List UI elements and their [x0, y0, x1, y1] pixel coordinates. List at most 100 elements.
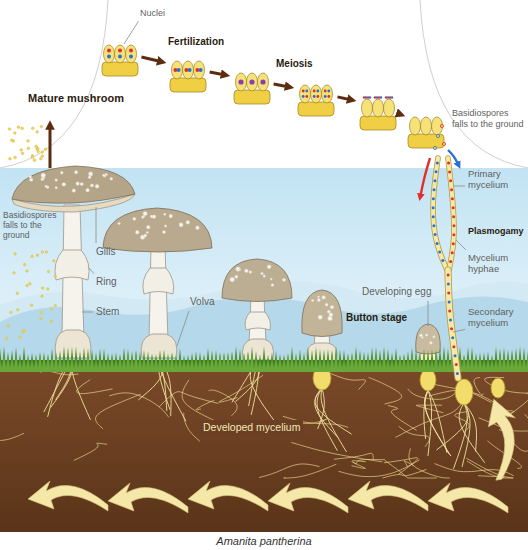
mature-mushroom: [12, 166, 135, 203]
basidium: [118, 49, 122, 53]
mycelium-network: [453, 403, 467, 469]
basidium: [247, 73, 258, 91]
leader-line: [82, 312, 93, 313]
leader-line: [124, 21, 138, 44]
underground-egg: [420, 369, 436, 391]
hypha-strand: [432, 197, 435, 200]
spore-dots: [54, 275, 57, 278]
cap-warts: [236, 267, 241, 272]
cap-warts: [317, 296, 319, 298]
basidium: [234, 73, 270, 104]
hypha-strand: [447, 291, 450, 294]
hypha-strand: [432, 224, 435, 227]
basidium: [327, 90, 330, 93]
spore-dots: [9, 157, 12, 160]
cap-warts: [325, 303, 328, 306]
basidium: [170, 78, 206, 92]
mushroom: [103, 208, 212, 252]
young-mushroom: [222, 259, 292, 302]
spore-dots: [40, 317, 43, 320]
spore-dots: [49, 124, 52, 168]
mycelium-network: [317, 388, 337, 451]
hypha-strand: [451, 251, 454, 254]
basidium: [421, 117, 432, 135]
leader-line: [453, 329, 465, 332]
basidium: [440, 124, 443, 127]
mycelium-network: [416, 405, 443, 413]
cap-warts: [88, 172, 92, 176]
hypha-strand: [451, 197, 454, 200]
cap-warts: [41, 173, 46, 178]
cap-warts: [249, 271, 252, 274]
basidium: [313, 95, 316, 98]
basidium: [102, 45, 446, 150]
hypha-strand: [449, 260, 452, 263]
spore-dots: [47, 288, 50, 291]
hypha-strand: [452, 233, 455, 236]
cap-warts: [311, 299, 314, 302]
spore-dots: [27, 147, 30, 150]
basidium: [373, 99, 384, 117]
cap-warts: [196, 226, 200, 230]
mycelium-network: [339, 460, 420, 477]
cap-warts: [80, 182, 83, 185]
basidium: [324, 95, 327, 98]
spore-dots: [29, 282, 32, 285]
spore-dots: [40, 125, 43, 128]
basidium: [305, 90, 308, 93]
spore-dots: [44, 148, 47, 151]
hypha-strand: [447, 161, 450, 164]
basidium: [362, 99, 373, 117]
mycelium-network: [184, 413, 200, 441]
cap-warts: [186, 220, 190, 224]
basidium: [107, 55, 111, 59]
cap-warts: [230, 277, 235, 282]
hypha-strand: [447, 273, 450, 276]
hypha-strand: [448, 270, 458, 378]
part-label: Basidiospores falls to the ground: [3, 210, 64, 241]
hypha-strand: [448, 270, 458, 378]
leader-line: [428, 301, 429, 326]
cap-warts: [55, 179, 58, 182]
cap-warts: [328, 316, 333, 321]
cap-warts: [244, 269, 248, 273]
basidium: [107, 49, 111, 53]
spore-dots: [26, 284, 29, 287]
leader-line: [453, 186, 465, 187]
mushroom: [149, 245, 168, 342]
hypha-strand: [452, 242, 455, 245]
spore-dots: [31, 255, 34, 258]
mycelium-network: [462, 403, 470, 467]
basidium: [302, 95, 305, 98]
spore-dots: [21, 152, 24, 155]
stage-label: Mature mushroom: [28, 92, 124, 105]
mature-mushroom: [12, 166, 135, 358]
leader-line: [456, 240, 466, 250]
cap-warts: [425, 334, 428, 337]
spore-dots: [35, 145, 38, 148]
spore-dots: [8, 128, 11, 131]
cap-warts: [239, 269, 241, 271]
basidium: [300, 85, 311, 103]
basidium: [172, 61, 183, 79]
basidium: [199, 68, 203, 72]
spore-dots: [20, 149, 23, 152]
cap-warts: [45, 185, 47, 187]
basidium: [302, 90, 305, 93]
spore-dots: [41, 151, 44, 154]
hypha-strand: [452, 206, 455, 209]
cap-warts: [29, 175, 32, 178]
spore-dots: [7, 325, 10, 328]
basidium: [369, 96, 371, 98]
basidium: [102, 62, 138, 76]
cap-warts: [110, 177, 113, 180]
basidium: [324, 90, 327, 93]
region-label: Developed mycelium: [200, 420, 303, 435]
part-label: Volva: [190, 296, 214, 308]
cap-warts: [72, 189, 76, 193]
spore-dots: [21, 127, 24, 130]
cap-warts: [76, 182, 80, 186]
spore-dots: [13, 132, 16, 135]
